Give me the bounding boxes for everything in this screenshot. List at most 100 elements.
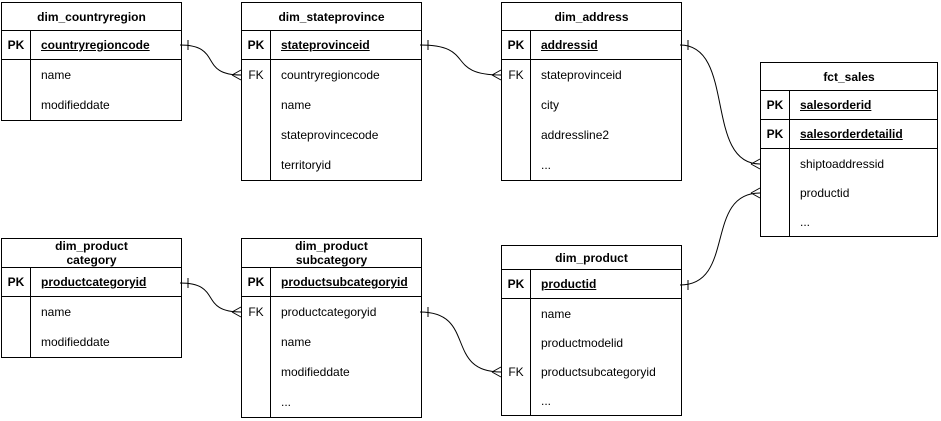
key-badge: [242, 120, 271, 150]
field-name: productid: [541, 277, 597, 291]
table-row: modifieddate: [242, 357, 421, 387]
field-name: modifieddate: [41, 98, 110, 112]
field-name: name: [541, 306, 572, 321]
key-badge: [2, 297, 31, 327]
fk-badge: FK: [502, 60, 531, 90]
pk-badge: PK: [242, 268, 271, 296]
table-row: ...: [242, 387, 421, 417]
key-badge: [2, 90, 31, 120]
key-badge: [2, 327, 31, 357]
pk-badge: PK: [242, 31, 271, 59]
table-row: PK salesorderid: [761, 91, 937, 120]
field-name: stateprovinceid: [541, 68, 622, 82]
table-dim-product-subcategory[interactable]: dim_product subcategory PK productsubcat…: [241, 238, 422, 418]
table-row: name: [2, 60, 181, 90]
table-row: PK countryregioncode: [2, 31, 181, 60]
table-row: FK productsubcategoryid: [502, 357, 681, 386]
table-row: name: [502, 299, 681, 328]
table-title: dim_countryregion: [2, 3, 181, 31]
field-name: countryregioncode: [281, 68, 380, 82]
table-title: dim_address: [502, 3, 681, 31]
field-name: stateprovincecode: [281, 128, 379, 142]
key-badge: [761, 178, 790, 207]
field-name: ...: [541, 393, 552, 408]
table-row: FK productcategoryid: [242, 297, 421, 327]
field-name: modifieddate: [41, 335, 110, 349]
field-name: productcategoryid: [41, 275, 147, 289]
field-name: shiptoaddressid: [800, 156, 885, 171]
pk-badge: PK: [502, 31, 531, 59]
table-row: stateprovincecode: [242, 120, 421, 150]
field-name: productsubcategoryid: [281, 275, 408, 289]
relationship-dim-product-category--dim-product-subcategory: [179, 278, 242, 318]
key-badge: [502, 328, 531, 357]
fk-badge: FK: [242, 60, 271, 90]
key-badge: [502, 120, 531, 150]
table-dim-address[interactable]: dim_address PK addressid FK stateprovinc…: [501, 2, 682, 181]
table-row: addressline2: [502, 120, 681, 150]
table-row: FK countryregioncode: [242, 60, 421, 90]
field-name: productcategoryid: [281, 305, 377, 319]
table-dim-product-category[interactable]: dim_product category PK productcategoryi…: [1, 238, 182, 358]
table-row: PK productcategoryid: [2, 268, 181, 297]
table-row: name: [242, 90, 421, 120]
table-row: shiptoaddressid: [761, 149, 937, 178]
field-name: productid: [800, 185, 850, 200]
table-dim-countryregion[interactable]: dim_countryregion PK countryregioncode n…: [1, 2, 182, 121]
table-row: modifieddate: [2, 90, 181, 120]
field-name: addressline2: [541, 128, 610, 142]
table-row: ...: [502, 386, 681, 415]
field-name: productmodelid: [541, 335, 624, 350]
table-row: productmodelid: [502, 328, 681, 357]
field-name: territoryid: [281, 158, 332, 172]
relationship-dim-product--fct-sales: [679, 187, 761, 290]
pk-badge: PK: [761, 91, 790, 119]
field-name: city: [541, 98, 559, 112]
relationship-dim-countryregion--dim-stateprovince: [179, 40, 242, 81]
key-badge: [242, 357, 271, 387]
table-row: PK productsubcategoryid: [242, 268, 421, 297]
table-row: ...: [761, 207, 937, 236]
table-row: FK stateprovinceid: [502, 60, 681, 90]
field-name: salesorderdetailid: [800, 127, 903, 141]
field-name: countryregioncode: [41, 38, 150, 52]
table-row: PK productid: [502, 270, 681, 299]
table-title: dim_product subcategory: [242, 239, 421, 268]
key-badge: [242, 387, 271, 417]
field-name: stateprovinceid: [281, 38, 370, 52]
relationship-dim-product-subcategory--dim-product: [419, 307, 502, 378]
field-name: name: [281, 98, 312, 112]
field-name: name: [281, 335, 312, 349]
table-dim-product[interactable]: dim_product PK productid name productmod…: [501, 245, 682, 416]
pk-badge: PK: [761, 120, 790, 148]
key-badge: [242, 90, 271, 120]
key-badge: [2, 60, 31, 90]
table-row: PK stateprovinceid: [242, 31, 421, 60]
pk-badge: PK: [2, 268, 31, 296]
table-row: modifieddate: [2, 327, 181, 357]
table-title: dim_stateprovince: [242, 3, 421, 31]
table-row: productid: [761, 178, 937, 207]
fk-badge: FK: [502, 357, 531, 386]
relationship-dim-stateprovince--dim-address: [419, 40, 502, 81]
key-badge: [761, 149, 790, 178]
table-title: dim_product: [502, 246, 681, 270]
field-name: ...: [800, 214, 811, 229]
table-dim-stateprovince[interactable]: dim_stateprovince PK stateprovinceid FK …: [241, 2, 422, 181]
field-name: ...: [541, 158, 552, 172]
key-badge: [502, 299, 531, 328]
table-row: PK addressid: [502, 31, 681, 60]
table-title: dim_product category: [2, 239, 181, 268]
field-name: productsubcategoryid: [541, 364, 656, 379]
key-badge: [502, 150, 531, 180]
relationship-dim-address--fct-sales: [679, 40, 761, 170]
table-row: name: [2, 297, 181, 327]
table-fct-sales[interactable]: fct_sales PK salesorderid PK salesorderd…: [760, 62, 938, 237]
pk-badge: PK: [2, 31, 31, 59]
field-name: salesorderid: [800, 98, 872, 112]
table-title: fct_sales: [761, 63, 937, 91]
field-name: ...: [281, 395, 292, 409]
fk-badge: FK: [242, 297, 271, 327]
key-badge: [242, 150, 271, 180]
